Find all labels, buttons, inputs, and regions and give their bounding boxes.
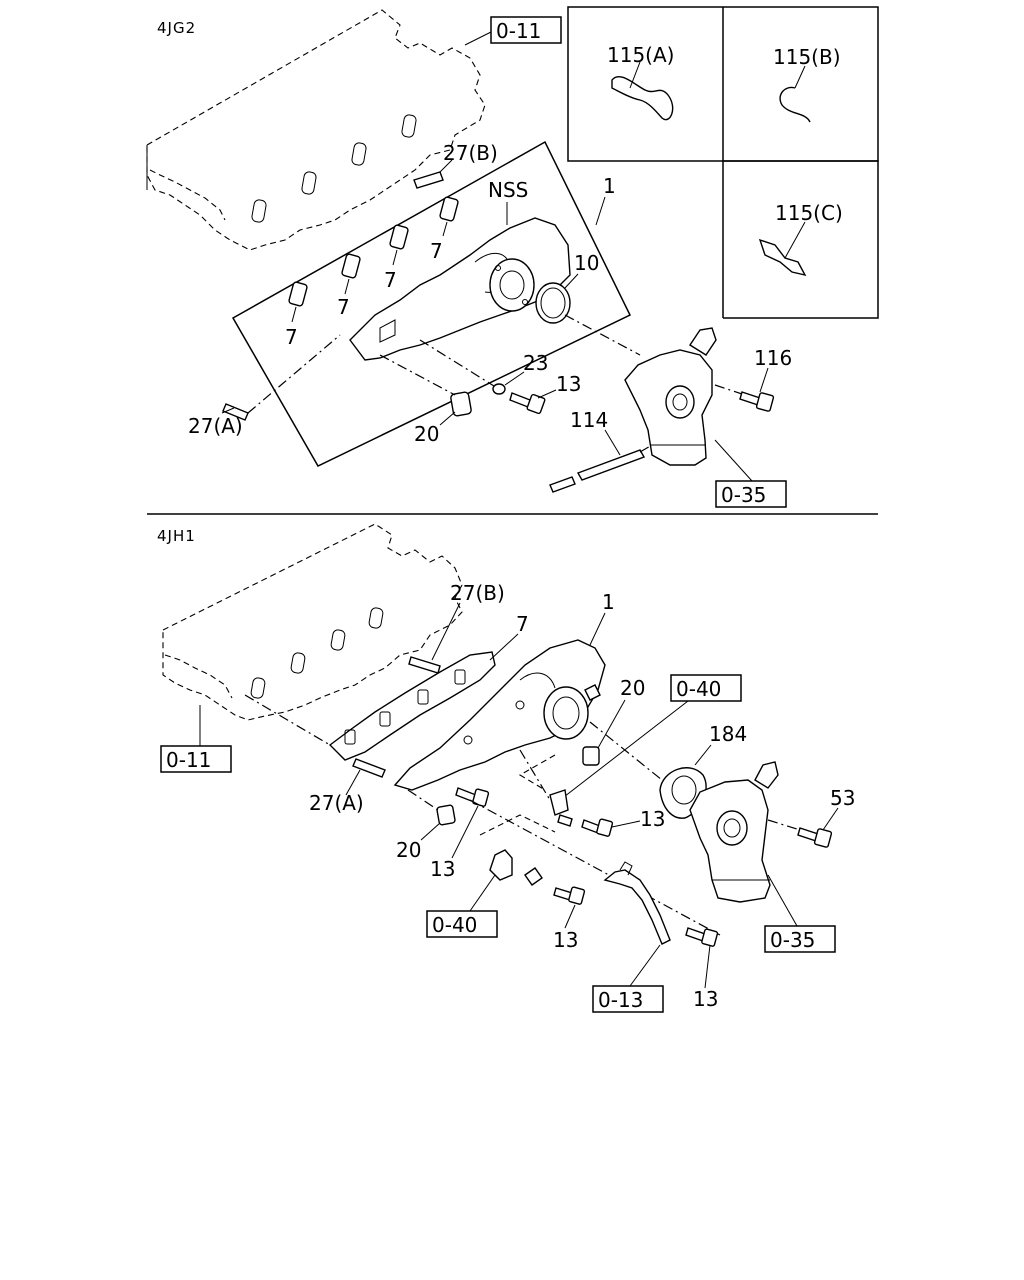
clip-c-shape <box>758 238 807 277</box>
gaskets-7-upper <box>288 196 459 323</box>
gasket-7-lower <box>244 651 496 761</box>
callout-13-lower-mid: 13 <box>430 857 455 881</box>
callout-184: 184 <box>709 722 747 746</box>
callout-13-lower-pipe: 13 <box>693 987 718 1011</box>
bolt-116 <box>714 384 775 412</box>
bolt-53 <box>767 819 833 848</box>
callout-27b-upper: 27(B) <box>443 141 498 165</box>
bracket-lower-right <box>518 749 569 816</box>
stud-27a-lower <box>352 758 386 778</box>
ref-0-35-upper[interactable]: 0-35 <box>721 483 766 507</box>
callout-7-b-upper: 7 <box>337 295 350 319</box>
stud-27b-upper <box>413 159 453 189</box>
clip-a-shape <box>611 75 674 121</box>
callout-1-lower: 1 <box>602 590 615 614</box>
pipe-lower <box>603 861 671 945</box>
thermostat-housing-lower <box>689 761 779 903</box>
upper-section: 4JG2 0-11 115(A) <box>146 6 879 508</box>
ref-box-0-40-top[interactable] <box>670 674 742 702</box>
callout-1-upper: 1 <box>603 174 616 198</box>
ref-box-0-13[interactable] <box>592 985 664 1013</box>
callout-116: 116 <box>754 346 792 370</box>
clip-insets: 115(A) 115(B) 115(C) <box>567 6 879 319</box>
ref-0-13[interactable]: 0-13 <box>598 988 643 1012</box>
callout-115b: 115(B) <box>773 45 841 69</box>
ref-0-11-upper[interactable]: 0-11 <box>496 19 541 43</box>
bracket-lower-left <box>469 799 721 936</box>
callout-115c: 115(C) <box>775 201 843 225</box>
callout-23: 23 <box>523 351 548 375</box>
thermostat-housing-upper <box>564 314 717 466</box>
manifold-frame-upper <box>231 140 632 467</box>
stud-27b-lower <box>408 656 441 674</box>
ref-box-0-40-bottom[interactable] <box>426 910 498 938</box>
cylinder-head-upper <box>146 9 486 251</box>
ref-box-0-11-lower[interactable] <box>160 745 232 773</box>
cylinder-head-lower <box>162 523 463 721</box>
exhaust-manifold-lower <box>393 639 606 791</box>
callout-13-lower-right: 13 <box>640 807 665 831</box>
ref-box-0-35-upper[interactable] <box>715 480 787 508</box>
callout-27a-lower: 27(A) <box>309 791 364 815</box>
nut-20-lower-bottom <box>407 789 456 826</box>
callout-53: 53 <box>830 786 855 810</box>
bolt-13-lower-bracket <box>553 886 586 905</box>
lower-section: 4JH1 0-11 27(B) 7 <box>157 523 855 1013</box>
callout-27a-upper: 27(A) <box>188 414 243 438</box>
bolt-13-lower-right <box>557 814 614 837</box>
callout-115a: 115(A) <box>607 43 674 67</box>
callout-27b-lower: 27(B) <box>450 581 505 605</box>
callout-7-lower: 7 <box>516 612 529 636</box>
callout-7-a-upper: 7 <box>285 325 298 349</box>
callout-nss: NSS <box>488 178 528 202</box>
stud-27a-upper <box>222 334 341 421</box>
engine-label-4jh1: 4JH1 <box>157 527 196 545</box>
bolt-13-lower-pipe <box>685 927 719 947</box>
ref-box-0-11-upper[interactable] <box>490 16 562 44</box>
exhaust-manifold-upper <box>349 217 571 361</box>
callout-20-upper: 20 <box>414 422 439 446</box>
ref-0-11-lower[interactable]: 0-11 <box>166 748 211 772</box>
callout-13-lower-bracket: 13 <box>553 928 578 952</box>
gasket-184 <box>589 721 707 819</box>
nut-20-lower-top <box>582 746 600 766</box>
bolt-13-lower-mid <box>455 787 490 807</box>
callout-13-upper: 13 <box>556 372 581 396</box>
engine-label-4jg2: 4JG2 <box>157 19 196 37</box>
oring-10 <box>535 282 571 324</box>
ref-0-40-bottom[interactable]: 0-40 <box>432 913 477 937</box>
nut-20-upper <box>379 354 472 417</box>
ref-0-40-top[interactable]: 0-40 <box>676 677 721 701</box>
callout-7-c-upper: 7 <box>384 268 397 292</box>
ref-box-0-35-lower[interactable] <box>764 925 836 953</box>
ref-0-35-lower[interactable]: 0-35 <box>770 928 815 952</box>
callout-7-d-upper: 7 <box>430 239 443 263</box>
callout-20-lower-top: 20 <box>620 676 645 700</box>
bolt-13-upper <box>509 392 546 415</box>
washer-23-upper <box>419 339 506 395</box>
callout-10: 10 <box>574 251 599 275</box>
clip-b-shape <box>779 86 811 123</box>
callout-20-lower-bottom: 20 <box>396 838 421 862</box>
pipe-114 <box>549 444 653 493</box>
callout-114: 114 <box>570 408 608 432</box>
